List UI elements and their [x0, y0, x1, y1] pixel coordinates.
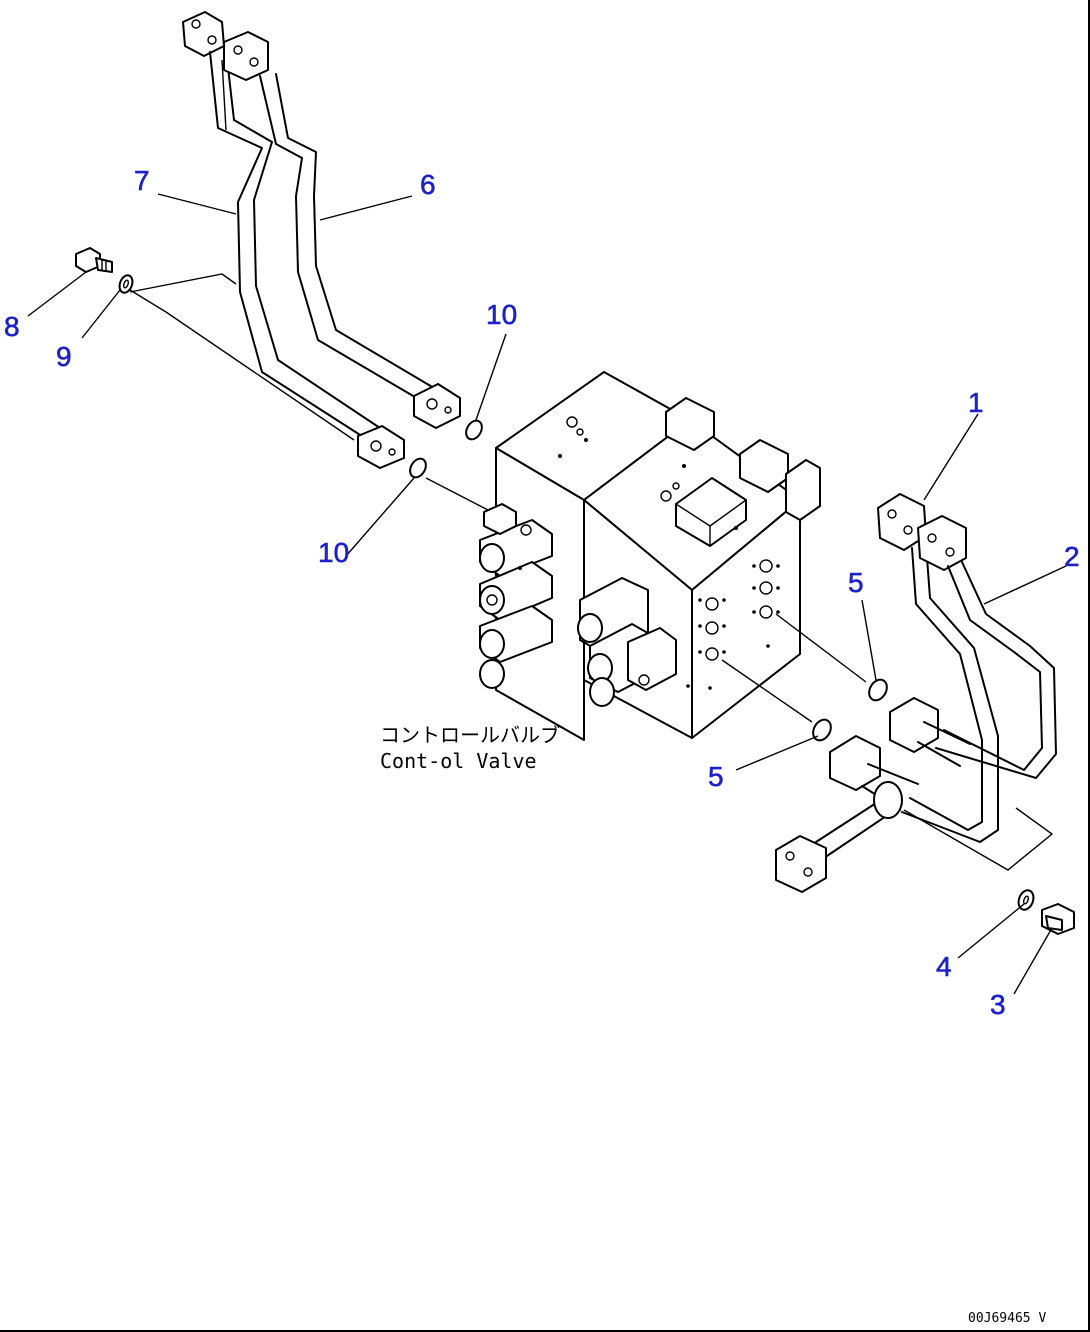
reference-code: 00J69465 V [968, 1311, 1046, 1326]
washer-9[interactable] [117, 273, 134, 294]
o-ring-5-upper[interactable] [866, 676, 891, 703]
callout-10-lower: 10 [318, 537, 349, 568]
pipe-7[interactable] [182, 11, 405, 469]
callout-5-lower: 5 [708, 761, 724, 792]
spool-stack-front [577, 577, 677, 707]
pipe-6[interactable] [223, 31, 461, 429]
callout-10-upper: 10 [486, 299, 517, 330]
callout-5-upper: 5 [848, 567, 864, 598]
callout-7: 7 [134, 165, 150, 196]
callout-1: 1 [968, 387, 984, 418]
assembly-guide-line [721, 659, 813, 723]
bolt-3[interactable] [1041, 903, 1075, 935]
callout-8: 8 [4, 311, 20, 342]
bolt-8[interactable] [75, 247, 113, 273]
assembly-guide-line [165, 311, 355, 441]
assembly-guide-line [129, 289, 167, 313]
o-ring-5-lower[interactable] [810, 716, 835, 743]
pipe-2[interactable] [889, 515, 1057, 779]
callout-6: 6 [420, 169, 436, 200]
o-ring-10-lower[interactable] [407, 456, 429, 480]
callout-2: 2 [1064, 541, 1080, 572]
assembly-guide-line [903, 807, 1054, 871]
caption-japanese: コントロールバルブ [380, 723, 560, 747]
leader-lines [27, 193, 1067, 995]
control-valve[interactable] [479, 371, 821, 741]
assembly-guide-line [129, 273, 237, 293]
o-ring-10-upper[interactable] [463, 418, 485, 442]
caption-english: Cont-ol Valve [380, 749, 537, 773]
assembly-guide-line [775, 613, 867, 683]
spool-stack-left [479, 503, 553, 689]
callout-9: 9 [56, 341, 72, 372]
pipe-1[interactable] [775, 493, 999, 893]
assembly-guide-line [425, 477, 489, 511]
callout-4: 4 [936, 951, 952, 982]
callout-3: 3 [990, 989, 1006, 1020]
